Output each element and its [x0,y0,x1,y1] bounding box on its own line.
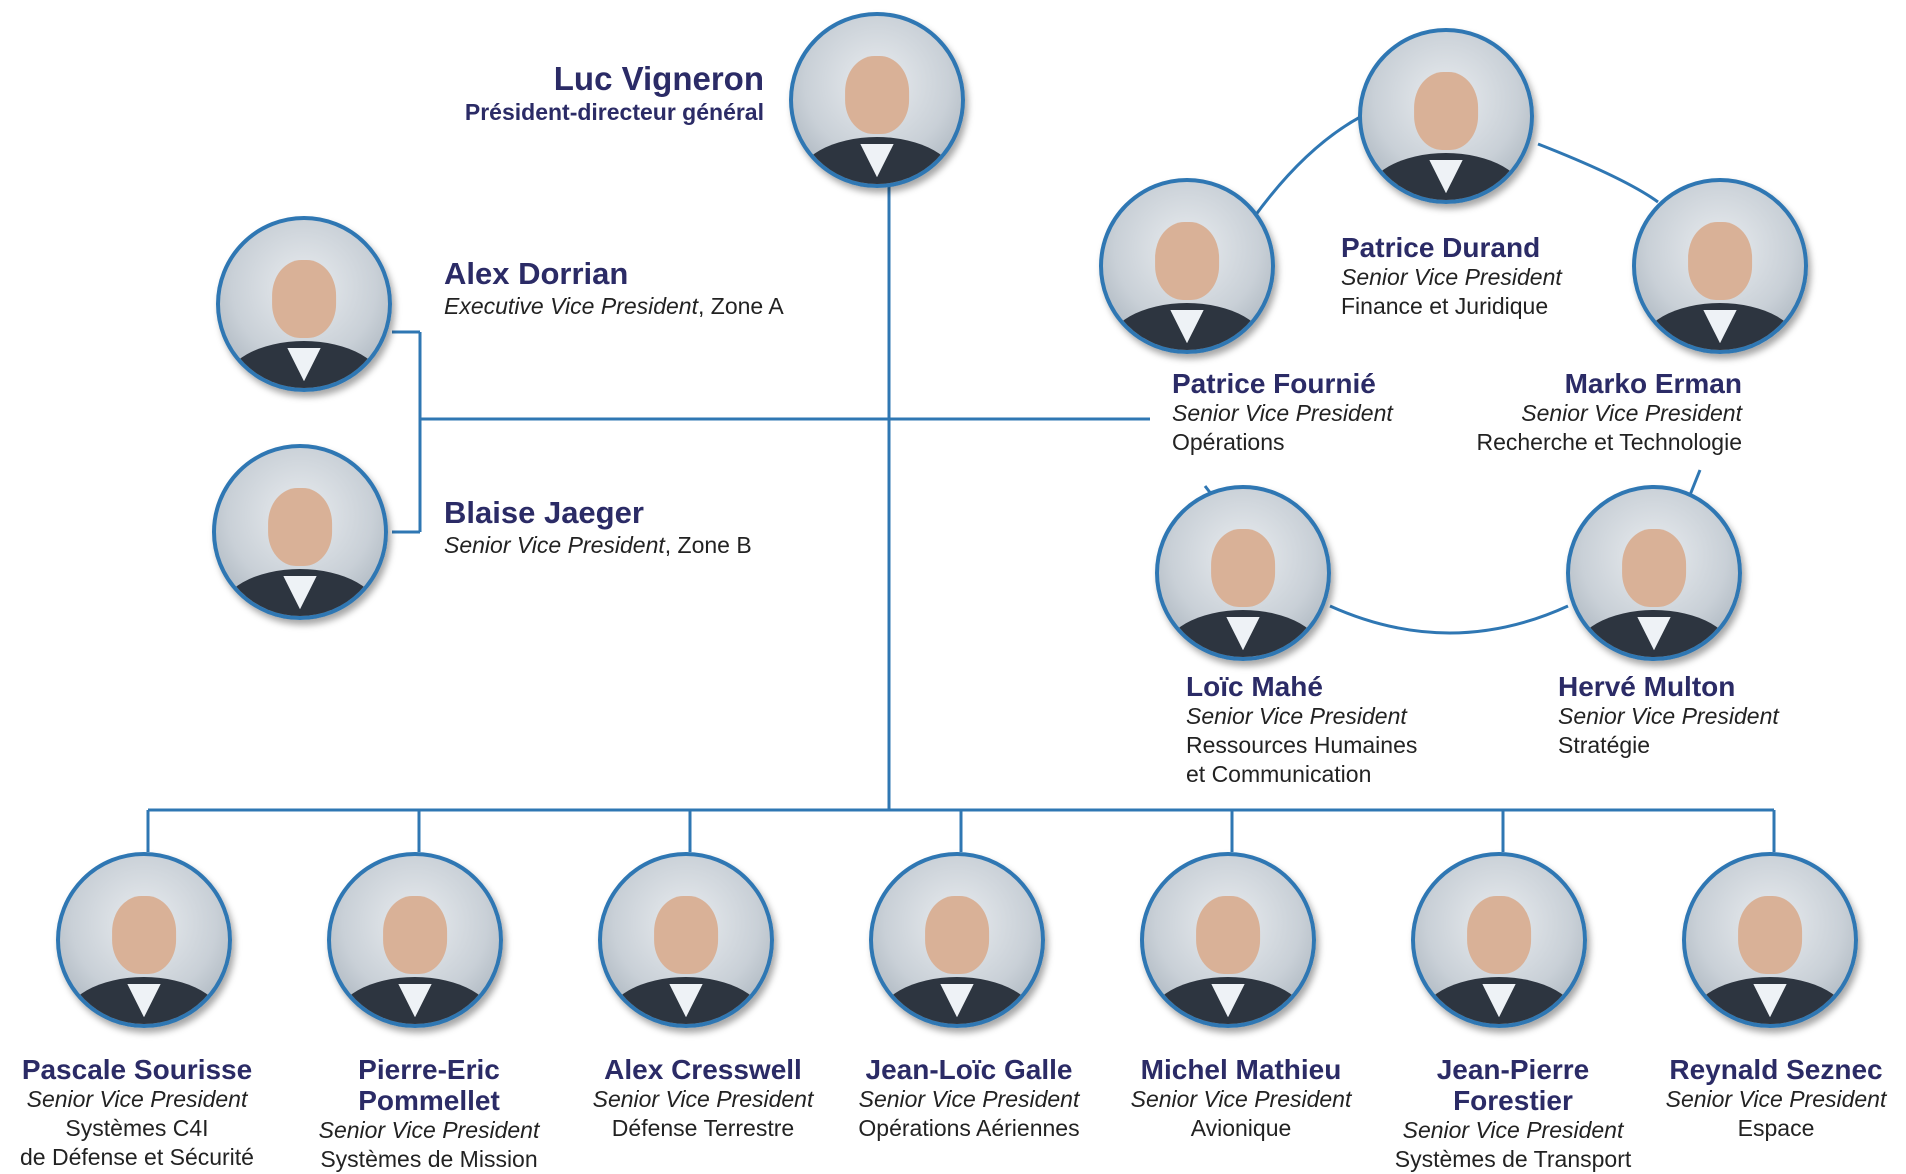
person-name: Pierre-Eric [358,1054,500,1085]
person-title: Senior Vice President [26,1086,248,1112]
division-label-2: Pierre-Eric Pommellet Senior Vice Presid… [294,1054,564,1174]
person-area: Espace [1737,1115,1815,1141]
division-photo-4 [869,852,1045,1028]
person-name: Alex Cresswell [604,1054,802,1085]
division-photo-7 [1682,852,1858,1028]
person-area: Recherche et Technologie [1476,429,1742,455]
division-label-3: Alex Cresswell Senior Vice President Déf… [568,1054,838,1143]
division-photo-1 [56,852,232,1028]
ceo-name: Luc Vigneron [553,60,764,97]
person-title: Senior Vice President [1402,1117,1624,1143]
ring-label-multon: Hervé Multon Senior Vice President Strat… [1558,671,1818,760]
division-label-5: Michel Mathieu Senior Vice President Avi… [1106,1054,1376,1143]
division-label-4: Jean-Loïc Galle Senior Vice President Op… [834,1054,1104,1143]
executive-label-dorrian: Alex Dorrian Executive Vice President, Z… [444,256,914,321]
ring-photo-fournie [1099,178,1275,354]
ceo-photo [789,12,965,188]
person-title: Senior Vice President [1186,703,1407,729]
person-name: Patrice Durand [1341,232,1541,263]
person-area: Systèmes de Mission [320,1146,538,1172]
person-area: , Zone B [664,532,752,558]
person-title: Senior Vice President [1341,264,1562,290]
person-area: Avionique [1190,1115,1292,1141]
person-name: Loïc Mahé [1186,671,1323,702]
ring-link-right [1688,469,1702,496]
executive-photo-dorrian [216,216,392,392]
person-name: Pascale Sourisse [21,1054,253,1085]
ring-photo-mahe [1155,485,1331,661]
ring-label-durand: Patrice Durand Senior Vice President Fin… [1341,232,1641,321]
ring-bottom-arc [1329,604,1569,635]
division-label-7: Reynald Seznec Senior Vice President Esp… [1648,1054,1904,1143]
ring-photo-durand [1358,28,1534,204]
division-label-1: Pascale Sourisse Senior Vice President S… [2,1054,272,1172]
ceo-label: Luc Vigneron Président-directeur général [340,60,764,127]
ring-label-mahe: Loïc Mahé Senior Vice President Ressourc… [1186,671,1486,789]
person-name: Jean-Loïc Galle [865,1054,1073,1085]
ring-label-erman: Marko Erman Senior Vice President Recher… [1420,368,1742,457]
person-title: Senior Vice President [592,1086,814,1112]
person-area: Opérations [1172,429,1285,455]
person-area: Stratégie [1558,732,1651,758]
person-title: Senior Vice President [858,1086,1080,1112]
person-name: Reynald Seznec [1669,1054,1883,1085]
division-photo-3 [598,852,774,1028]
person-title: Senior Vice President [1665,1086,1887,1112]
division-photo-6 [1411,852,1587,1028]
executive-photo-jaeger [212,444,388,620]
division-photo-2 [327,852,503,1028]
person-area: Finance et Juridique [1341,293,1549,319]
person-area: Systèmes de Transport [1394,1146,1632,1172]
division-photo-5 [1140,852,1316,1028]
person-area: Ressources Humaines [1186,732,1418,758]
person-name: Patrice Fournié [1172,368,1376,399]
person-name: Alex Dorrian [444,256,629,291]
ring-top-arc-right [1537,142,1659,204]
person-name-2: Pommellet [358,1085,500,1116]
person-title: Senior Vice President [444,532,665,558]
person-area: Systèmes C4I [65,1115,209,1141]
ceo-title: Président-directeur général [464,99,764,125]
ring-photo-multon [1566,485,1742,661]
person-title: Senior Vice President [1521,400,1742,426]
ring-label-fournie: Patrice Fournié Senior Vice President Op… [1172,368,1432,457]
person-title: Executive Vice President [444,293,698,319]
person-name: Marko Erman [1564,368,1742,399]
person-title: Senior Vice President [1558,703,1779,729]
person-title: Senior Vice President [318,1117,540,1143]
person-name: Blaise Jaeger [444,495,644,530]
executive-label-jaeger: Blaise Jaeger Senior Vice President, Zon… [444,495,914,560]
person-name: Hervé Multon [1558,671,1736,702]
person-name-2: Forestier [1453,1085,1573,1116]
person-area: Défense Terrestre [611,1115,795,1141]
person-area: Opérations Aériennes [858,1115,1080,1141]
person-name: Michel Mathieu [1140,1054,1342,1085]
division-label-6: Jean-Pierre Forestier Senior Vice Presid… [1378,1054,1648,1174]
person-title: Senior Vice President [1172,400,1393,426]
person-area-2: et Communication [1186,761,1372,787]
person-area: , Zone A [698,293,784,319]
person-name: Jean-Pierre [1436,1054,1590,1085]
ring-photo-erman [1632,178,1808,354]
person-title: Senior Vice President [1130,1086,1352,1112]
person-area-2: de Défense et Sécurité [20,1144,254,1170]
